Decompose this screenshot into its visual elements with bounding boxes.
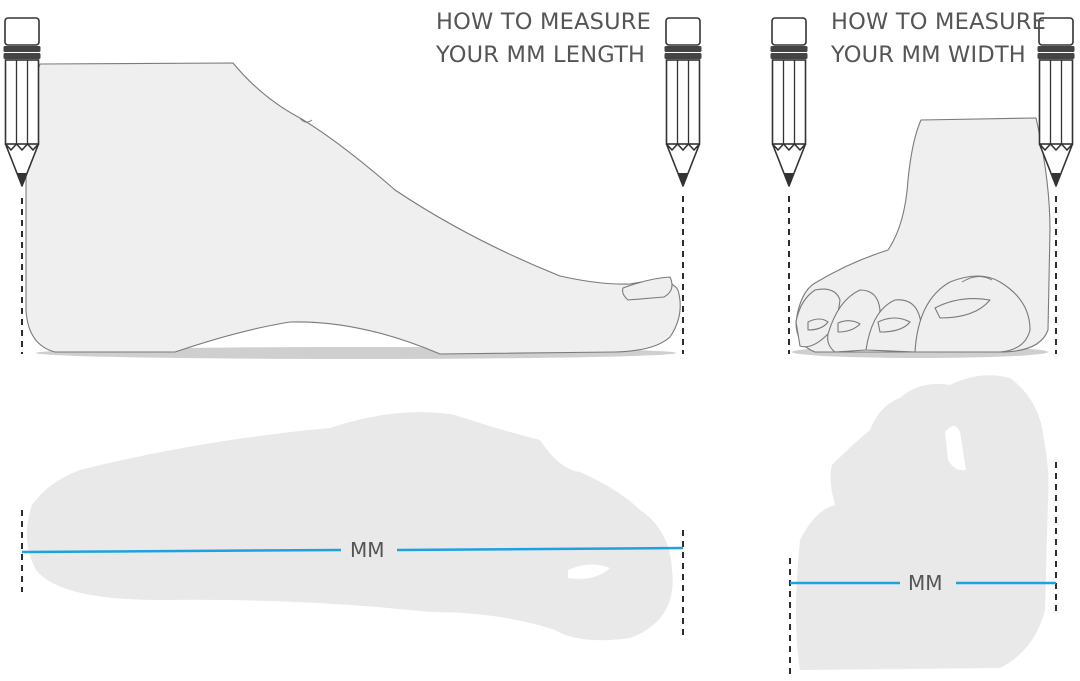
length-mm-label: MM <box>350 538 385 562</box>
pencil-icon <box>663 17 703 187</box>
width-mm-label: MM <box>908 571 943 595</box>
length-heading: HOW TO MEASURE YOUR MM LENGTH <box>436 6 651 72</box>
toenail-side <box>622 276 673 301</box>
pencil-icon <box>769 17 809 187</box>
width-heading: HOW TO MEASURE YOUR MM WIDTH <box>831 6 1046 72</box>
length-heading-line-2: YOUR MM LENGTH <box>436 42 646 68</box>
foot-front-silhouette <box>796 375 1049 670</box>
width-heading-line-2: YOUR MM WIDTH <box>831 42 1026 68</box>
length-heading-line-1: HOW TO MEASURE <box>436 9 652 35</box>
width-heading-line-1: HOW TO MEASURE <box>831 9 1047 35</box>
foot-side-outline <box>25 62 681 355</box>
length-line-left <box>21 548 342 554</box>
foot-sole-silhouette <box>26 411 673 641</box>
length-line-right <box>396 546 684 552</box>
